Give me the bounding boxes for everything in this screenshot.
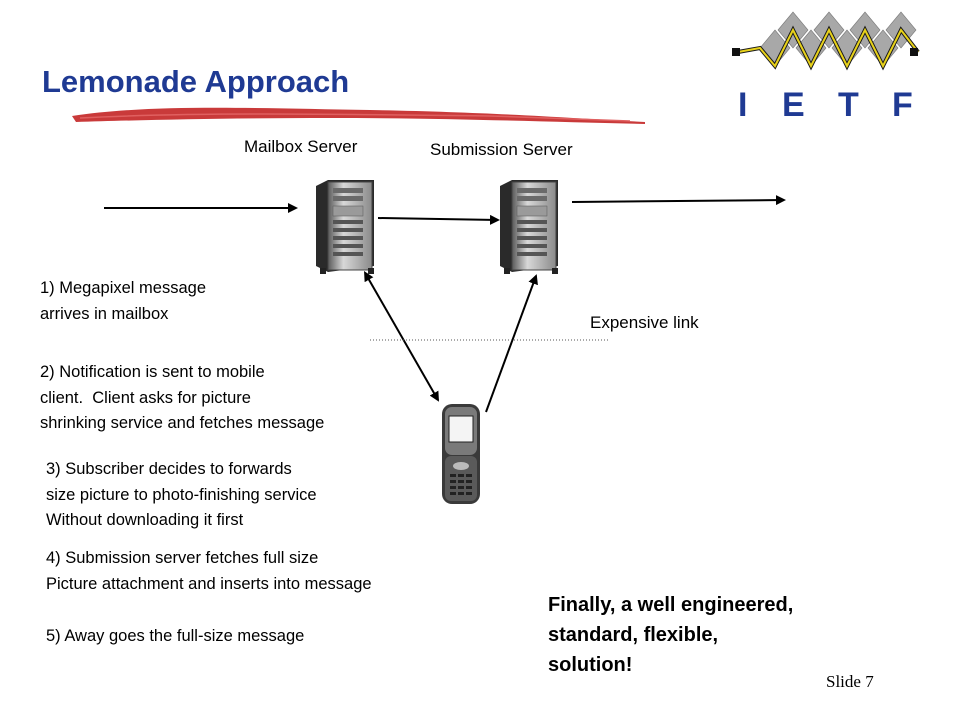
slide-number: Slide 7 xyxy=(826,672,874,691)
step-5-text: 5) Away goes the full-size message xyxy=(46,627,305,645)
title-underline-swoosh xyxy=(72,107,645,124)
step-1-text: 1) Megapixel message arrives in mailbox xyxy=(40,279,206,323)
submission-server-label: Submission Server xyxy=(430,140,573,159)
submission-server-icon xyxy=(500,180,558,274)
logo-letter-i: I xyxy=(738,86,747,124)
step-2-text: 2) Notification is sent to mobile client… xyxy=(40,363,325,432)
logo-letter-f: F xyxy=(892,86,913,124)
mailbox-server-icon xyxy=(316,180,374,274)
phone-mailbox-arrow xyxy=(364,271,439,402)
step-4-text: 4) Submission server fetches full size P… xyxy=(46,549,372,593)
conclusion-text: Finally, a well engineered, standard, fl… xyxy=(548,594,794,676)
mailbox-server-label: Mailbox Server xyxy=(244,137,358,156)
phone-submission-arrow xyxy=(485,274,538,413)
expensive-link-label: Expensive link xyxy=(590,313,699,332)
step-3-text: 3) Subscriber decides to forwards size p… xyxy=(46,460,317,529)
slide-title: Lemonade Approach xyxy=(42,64,350,99)
logo-letter-t: T xyxy=(838,86,859,124)
logo-grid xyxy=(759,11,917,67)
mailbox-to-submission-arrow xyxy=(377,214,500,225)
mobile-phone-icon xyxy=(442,404,480,504)
ietf-logo: I E T F xyxy=(732,11,920,124)
logo-letter-e: E xyxy=(782,86,805,124)
outgoing-arrow xyxy=(571,195,786,206)
